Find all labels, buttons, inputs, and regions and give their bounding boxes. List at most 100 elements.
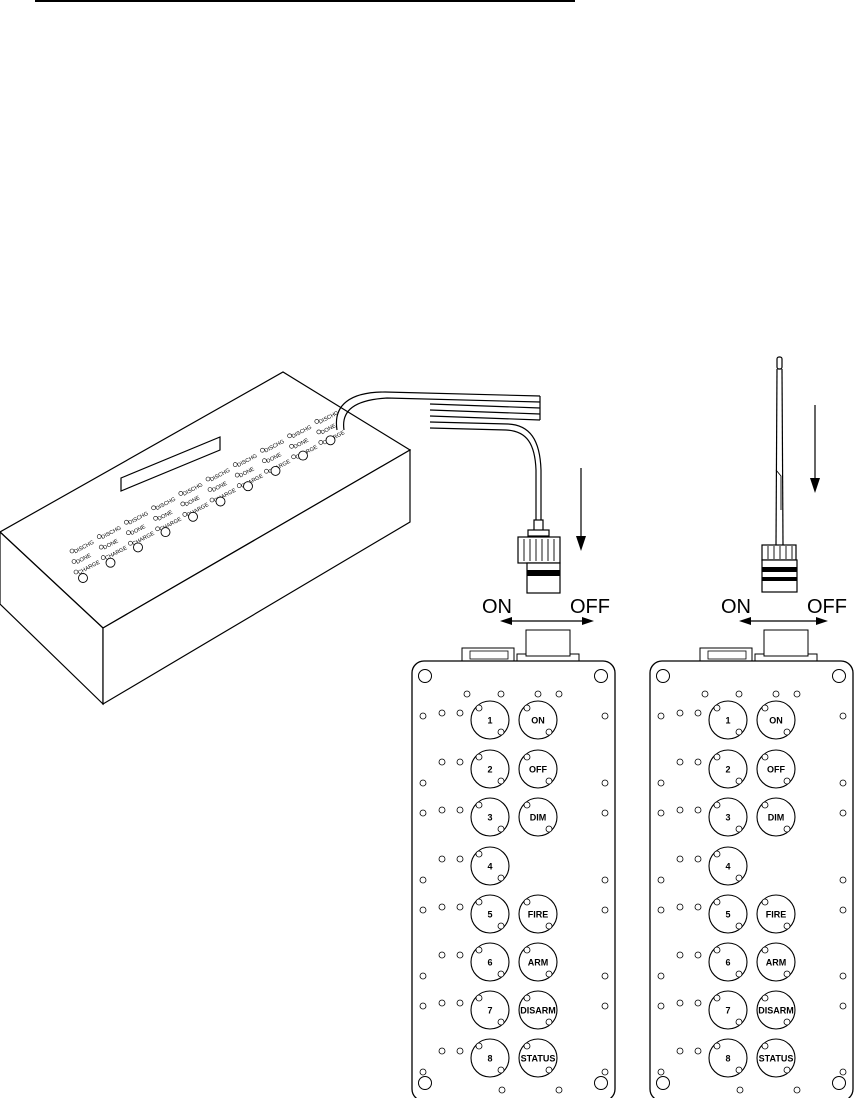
remote-button-6[interactable]: 6 <box>708 942 748 982</box>
remote-button-2[interactable]: 2 <box>708 749 748 789</box>
mounting-hole <box>832 1076 846 1090</box>
remote-button-on[interactable]: ON <box>518 700 558 740</box>
remote-antenna-remote: 1 ON 2 OFF 3 DIM 4 5 FIRE 6 ARM 7 DISARM 8 STATUS <box>649 629 854 1102</box>
screw <box>463 690 471 698</box>
remote-button-7[interactable]: 7 <box>470 990 510 1030</box>
remote-body <box>649 660 854 1102</box>
charger-bay-button <box>325 435 336 446</box>
button-label: 2 <box>725 764 730 774</box>
charger-bay-button <box>133 542 143 553</box>
insert-arrow <box>810 405 820 493</box>
mounting-hole <box>418 669 432 683</box>
charger-bay-button <box>243 481 253 492</box>
screw <box>772 690 780 698</box>
on-label: ON <box>482 596 512 618</box>
switch-legend-2: ON OFF <box>721 596 847 625</box>
remote-button-arm[interactable]: ARM <box>518 942 558 982</box>
mounting-hole <box>594 669 608 683</box>
off-label: OFF <box>570 596 610 618</box>
remote-button-disarm[interactable]: DISARM <box>756 990 796 1030</box>
remote-button-1[interactable]: 1 <box>470 700 510 740</box>
mounting-hole <box>418 1076 432 1090</box>
mounting-hole <box>656 669 670 683</box>
remote-button-fire[interactable]: FIRE <box>756 894 796 934</box>
button-label: DISARM <box>520 1005 556 1015</box>
remote-button-5[interactable]: 5 <box>708 894 748 934</box>
off-label: OFF <box>807 596 847 618</box>
button-label: STATUS <box>521 1053 556 1063</box>
cable-connector <box>517 519 561 594</box>
insert-arrow <box>576 468 586 551</box>
charger-bay-button <box>105 557 116 568</box>
button-label: 4 <box>487 861 492 871</box>
button-label: 4 <box>725 861 730 871</box>
button-label: 3 <box>487 812 492 822</box>
remote-button-dim[interactable]: DIM <box>756 797 796 837</box>
remote-button-5[interactable]: 5 <box>470 894 510 934</box>
remote-socket <box>763 629 809 657</box>
button-label: 7 <box>725 1005 730 1015</box>
button-label: DIM <box>530 812 547 822</box>
screw <box>736 1086 744 1094</box>
mounting-hole <box>832 669 846 683</box>
button-label: ARM <box>528 957 549 967</box>
screw <box>498 1086 506 1094</box>
button-label: DIM <box>768 812 785 822</box>
remote-button-2[interactable]: 2 <box>470 749 510 789</box>
screw <box>793 1086 801 1094</box>
charger-cable <box>335 391 542 520</box>
remote-button-status[interactable]: STATUS <box>518 1038 558 1078</box>
charger-bay-button <box>298 450 308 461</box>
remote-button-8[interactable]: 8 <box>708 1038 748 1078</box>
button-label: ON <box>769 715 783 725</box>
button-label: 5 <box>725 909 730 919</box>
charger-bay-button <box>188 511 198 522</box>
button-label: 8 <box>725 1053 730 1063</box>
button-label: DISARM <box>758 1005 794 1015</box>
screw <box>701 690 709 698</box>
button-label: ON <box>531 715 545 725</box>
button-label: OFF <box>529 764 547 774</box>
remote-button-7[interactable]: 7 <box>708 990 748 1030</box>
antenna-connector <box>761 356 798 593</box>
button-label: 1 <box>725 715 730 725</box>
remote-button-6[interactable]: 6 <box>470 942 510 982</box>
screw <box>793 690 801 698</box>
mounting-hole <box>594 1076 608 1090</box>
remote-button-fire[interactable]: FIRE <box>518 894 558 934</box>
remote-socket <box>525 629 571 657</box>
remote-button-3[interactable]: 3 <box>470 797 510 837</box>
charger-bay-button <box>160 527 171 538</box>
remote-button-status[interactable]: STATUS <box>756 1038 796 1078</box>
button-label: 7 <box>487 1005 492 1015</box>
remote-button-off[interactable]: OFF <box>518 749 558 789</box>
screw <box>555 1086 563 1094</box>
remote-button-8[interactable]: 8 <box>470 1038 510 1078</box>
charger-bay-button <box>78 573 88 583</box>
screw <box>534 690 542 698</box>
on-label: ON <box>721 596 751 618</box>
screw <box>497 690 505 698</box>
button-label: 1 <box>487 715 492 725</box>
button-label: FIRE <box>766 909 787 919</box>
remote-button-3[interactable]: 3 <box>708 797 748 837</box>
remote-button-disarm[interactable]: DISARM <box>518 990 558 1030</box>
remote-button-dim[interactable]: DIM <box>518 797 558 837</box>
switch-legend-1: ON OFF <box>482 596 610 625</box>
remote-body <box>411 660 616 1102</box>
button-label: OFF <box>767 764 785 774</box>
charger-box: DISCHGDISCHGDISCHGDISCHGDISCHGDISCHGDISC… <box>0 371 412 706</box>
button-label: STATUS <box>759 1053 794 1063</box>
remote-button-off[interactable]: OFF <box>756 749 796 789</box>
remote-button-4[interactable]: 4 <box>470 846 510 886</box>
remote-button-on[interactable]: ON <box>756 700 796 740</box>
screw <box>735 690 743 698</box>
button-label: 6 <box>725 957 730 967</box>
charger-bay-button <box>270 465 281 476</box>
remote-button-arm[interactable]: ARM <box>756 942 796 982</box>
remote-button-4[interactable]: 4 <box>708 846 748 886</box>
screw <box>555 690 563 698</box>
remote-button-1[interactable]: 1 <box>708 700 748 740</box>
button-label: 5 <box>487 909 492 919</box>
